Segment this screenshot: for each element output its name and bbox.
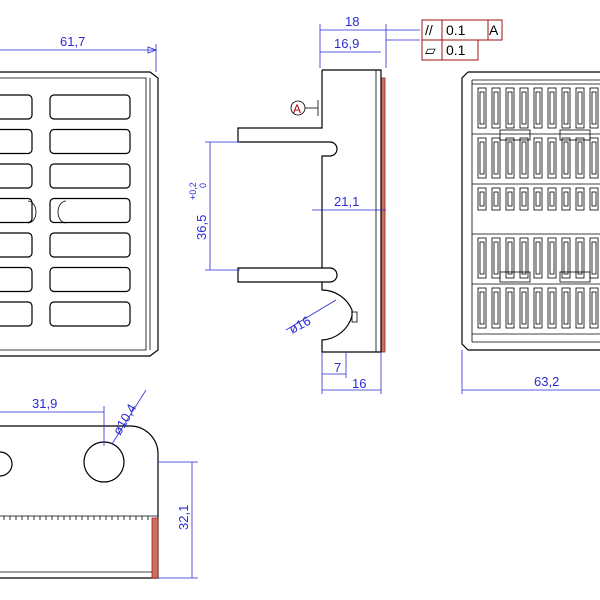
dim-right-width: 63,2 <box>534 374 559 389</box>
fin-slot <box>561 87 571 129</box>
fin-slot <box>589 237 599 279</box>
fin-slot <box>575 187 585 211</box>
fin-slot <box>561 237 571 279</box>
front-slot <box>0 301 33 327</box>
fin-slot <box>589 187 599 211</box>
tolerance-frame-1: // 0.1 A <box>421 19 503 41</box>
fin-slot <box>505 237 515 279</box>
fin-slot <box>519 237 529 279</box>
fin-slot <box>561 287 571 329</box>
fin-slot <box>477 137 487 179</box>
front-slot <box>49 266 131 293</box>
front-slot <box>0 128 33 155</box>
fin-slot <box>477 187 487 211</box>
tolerance-frame-2: ▱ 0.1 <box>421 39 479 61</box>
dim-bottom-height: 32,1 <box>176 505 191 530</box>
fin-slot <box>519 187 529 211</box>
fin-slot <box>491 87 501 129</box>
fin-slot <box>547 187 557 211</box>
fin-slot <box>561 137 571 179</box>
fin-slot <box>505 87 515 129</box>
right-slots <box>472 83 600 335</box>
dim-front-width: 61,7 <box>60 34 85 49</box>
svg-text:A: A <box>489 22 499 38</box>
datum-label: A <box>293 102 301 116</box>
fin-slot <box>575 237 585 279</box>
fin-slot <box>491 137 501 179</box>
fin-slot <box>505 187 515 211</box>
front-slot <box>0 163 33 189</box>
dim-side-bottom-b: 16 <box>352 376 366 391</box>
fin-slot <box>575 137 585 179</box>
fin-slot <box>589 137 599 179</box>
fin-slot <box>575 87 585 129</box>
front-slot <box>49 128 131 155</box>
fin-slot <box>477 237 487 279</box>
fin-slot <box>533 287 543 329</box>
fin-slot <box>505 287 515 329</box>
fin-slot <box>505 137 515 179</box>
dim-side-total: 18 <box>345 14 359 29</box>
fin-slot <box>491 287 501 329</box>
fin-slot <box>547 237 557 279</box>
dim-bottom-hole: ø10,4 <box>110 401 140 437</box>
fin-slot <box>519 87 529 129</box>
svg-text:0.1: 0.1 <box>446 22 466 38</box>
fin-slot <box>477 87 487 129</box>
fin-slot <box>533 237 543 279</box>
dim-side-body: 16,9 <box>334 36 359 51</box>
fin-slot <box>561 187 571 211</box>
front-slot <box>0 197 33 224</box>
svg-text:▱: ▱ <box>425 42 436 58</box>
front-slot <box>0 266 33 293</box>
right-view: 63,2 <box>461 71 600 394</box>
dim-side-height: 36,5 <box>194 215 209 240</box>
side-view: A 18 16,9 36,5 +0,2 0 21,1 ø16 7 1 <box>188 14 503 394</box>
fin-slot <box>589 87 599 129</box>
front-slot <box>49 197 131 224</box>
dim-bottom-offset: 31,9 <box>32 396 57 411</box>
svg-text:0.1: 0.1 <box>446 42 466 58</box>
front-slot <box>49 301 131 327</box>
front-slot <box>49 94 131 120</box>
svg-text://: // <box>425 22 433 38</box>
fin-slot <box>589 287 599 329</box>
front-slot <box>49 163 131 189</box>
fin-slot <box>533 87 543 129</box>
fin-slot <box>533 187 543 211</box>
fin-slot <box>575 287 585 329</box>
fin-slot <box>491 187 501 211</box>
bottom-ticks <box>3 516 149 520</box>
fin-slot <box>491 237 501 279</box>
front-view: 61,7 <box>0 34 159 357</box>
dim-side-bottom-a: 7 <box>334 360 341 375</box>
dim-side-tol-upper: +0,2 <box>188 182 198 200</box>
mount-hole <box>83 441 125 483</box>
front-slot <box>49 232 131 258</box>
bottom-view: 31,9 ø10,4 32,1 <box>0 389 198 579</box>
dim-side-tol-lower: 0 <box>198 183 208 188</box>
fin-slot <box>519 287 529 329</box>
front-slots <box>0 94 131 327</box>
front-slot <box>0 232 33 258</box>
fin-slot <box>519 137 529 179</box>
dim-side-depth: 21,1 <box>334 194 359 209</box>
fin-slot <box>533 137 543 179</box>
fin-slot <box>547 287 557 329</box>
front-slot <box>0 94 33 120</box>
fin-slot <box>547 137 557 179</box>
fin-slot <box>547 87 557 129</box>
fin-slot <box>477 287 487 329</box>
